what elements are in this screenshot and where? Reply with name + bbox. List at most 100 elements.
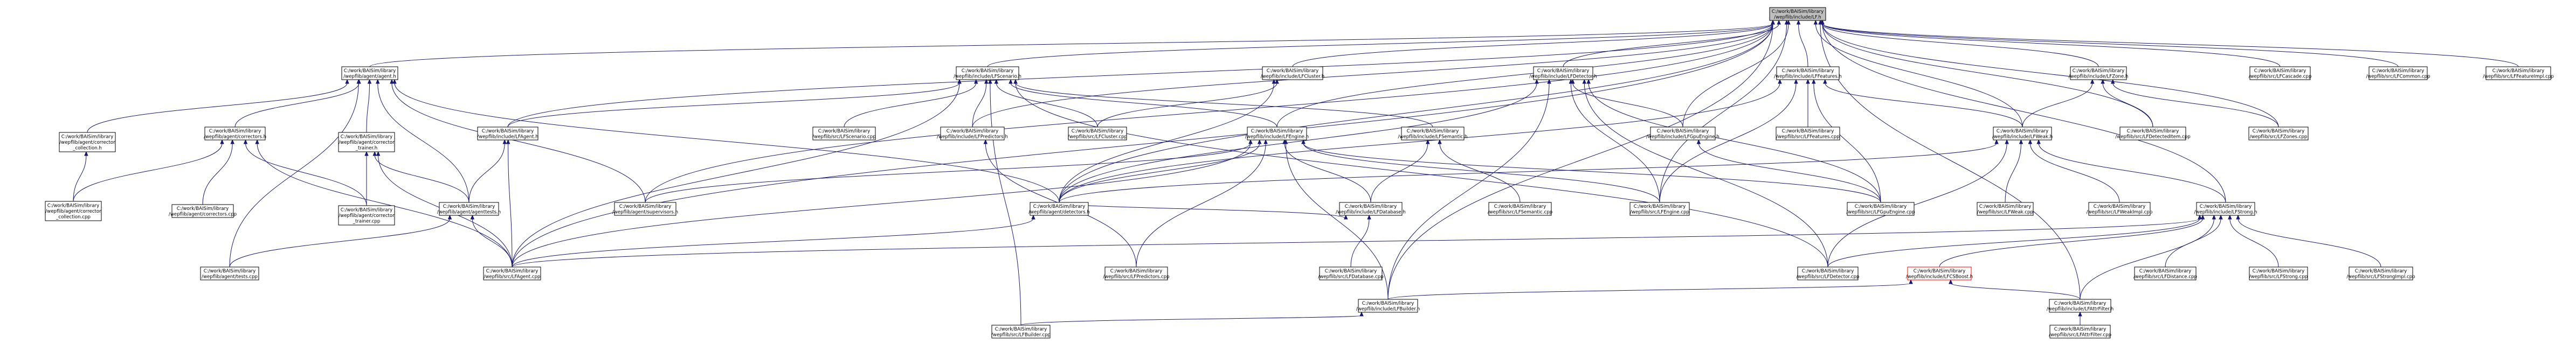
file-node-features-cpp[interactable]: C:/work/BAISim/library/wepflib/src/LFFea… bbox=[1776, 127, 1840, 141]
file-node-label-line: C:/work/BAISim/library bbox=[1362, 301, 1414, 306]
file-node-label-line: /wepflib/include/LFPredictors.h bbox=[937, 134, 1008, 139]
dependency-edge-common_cpp-to-root bbox=[1820, 19, 2399, 67]
file-node-cluster-cpp[interactable]: C:/work/BAISim/library/wepflib/src/LFClu… bbox=[1068, 127, 1127, 141]
file-node-gpuengine-h[interactable]: C:/work/BAISim/library/wepflib/include/L… bbox=[1646, 127, 1719, 141]
file-node-cluster-h[interactable]: C:/work/BAISim/library/wepflib/include/L… bbox=[1261, 66, 1324, 80]
file-node-features-h[interactable]: C:/work/BAISim/library/wepflib/include/L… bbox=[1774, 66, 1842, 80]
dependency-edge-engine_cpp-to-detector_h bbox=[1569, 79, 1660, 203]
file-node-label-line: /wepflib/agent/corrector bbox=[339, 140, 395, 145]
file-node-agenttests-cpp[interactable]: C:/work/BAISim/library/wepflib/agent/tes… bbox=[200, 266, 259, 280]
file-node-correctors-cpp[interactable]: C:/work/BAISim/library/wepflib/agent/cor… bbox=[169, 204, 237, 218]
dependency-edge-detector_h-to-root bbox=[1563, 19, 1781, 67]
file-node-attrfilter-cpp[interactable]: C:/work/BAISim/library/wepflib/src/LFAtt… bbox=[2049, 325, 2111, 339]
file-node-detector-h[interactable]: C:/work/BAISim/library/wepflib/include/L… bbox=[1529, 66, 1597, 80]
file-node-strongimpl-cpp[interactable]: C:/work/BAISim/library/wepflib/src/LFStr… bbox=[2346, 266, 2415, 280]
file-node-strong-h[interactable]: C:/work/BAISim/library/wepflib/include/L… bbox=[2194, 202, 2257, 216]
dependency-edge-agent_h-to-root bbox=[369, 19, 1775, 67]
file-node-label-line: /wepflib/include/LFAttrFilter.h bbox=[2047, 306, 2114, 312]
file-node-label-line: /wepflib/src/LFStrong.cpp bbox=[2249, 274, 2308, 279]
file-node-label-line: /wepflib/include/LFEngine.h bbox=[1245, 134, 1309, 139]
file-node-agent-lf-h[interactable]: C:/work/BAISim/library/wepflib/include/L… bbox=[477, 127, 538, 141]
file-node-label-line: /wepflib/include/LFGpuEngine.h bbox=[1646, 134, 1719, 139]
file-node-supervisors-h[interactable]: C:/work/BAISim/library/wepflib/agent/sup… bbox=[612, 202, 678, 216]
file-node-correctors-h[interactable]: C:/work/BAISim/library/wepflib/agent/cor… bbox=[204, 127, 266, 141]
file-node-common-cpp[interactable]: C:/work/BAISim/library/wepflib/src/LFCom… bbox=[2366, 66, 2430, 80]
file-node-semantic-cpp[interactable]: C:/work/BAISim/library/wepflib/src/LFSem… bbox=[1488, 202, 1553, 216]
file-node-predictors-cpp[interactable]: C:/work/BAISim/library/wepflib/src/LFPre… bbox=[1103, 266, 1170, 280]
file-node-detector-cpp[interactable]: C:/work/BAISim/library/wepflib/src/LFDet… bbox=[1796, 266, 1860, 280]
file-node-scenario-cpp[interactable]: C:/work/BAISim/library/wepflib/src/LFSce… bbox=[812, 127, 876, 141]
file-node-builder-cpp[interactable]: C:/work/BAISim/library/wepflib/src/LFBui… bbox=[991, 325, 1051, 339]
dependency-edge-agenttests_cpp-to-agent_h bbox=[229, 79, 361, 268]
file-node-detectors-h[interactable]: C:/work/BAISim/library/wepflib/agent/det… bbox=[1028, 202, 1090, 216]
file-node-distance-cpp[interactable]: C:/work/BAISim/library/wepflib/src/LFDis… bbox=[2133, 266, 2197, 280]
dependency-edge-database_h-to-semantic_h bbox=[1370, 139, 1430, 203]
dependency-edge-agent_cpp-to-agent_lf_h bbox=[506, 139, 513, 268]
dependency-edge-predictors_cpp-to-engine_h bbox=[1136, 139, 1268, 268]
file-node-corrector-trainer-h[interactable]: C:/work/BAISim/library/wepflib/agent/cor… bbox=[338, 132, 395, 152]
dependency-edge-agent_cpp-to-engine_h bbox=[512, 139, 1253, 268]
file-node-zone-h[interactable]: C:/work/BAISim/library/wepflib/include/L… bbox=[2069, 66, 2129, 80]
file-node-label-line: C:/work/BAISim/library bbox=[2355, 269, 2407, 274]
file-node-zones-cpp[interactable]: C:/work/BAISim/library/wepflib/src/LFZon… bbox=[2248, 127, 2309, 141]
file-node-label-line: C:/work/BAISim/library bbox=[1033, 204, 1086, 209]
file-node-detecteditem-cpp[interactable]: C:/work/BAISim/library/wepflib/src/LFDet… bbox=[2115, 127, 2191, 141]
file-node-label-line: C:/work/BAISim/library bbox=[344, 68, 396, 74]
file-node-label-line: C:/work/BAISim/library bbox=[1537, 68, 1590, 74]
file-node-weak-h[interactable]: C:/work/BAISim/library/wepflib/include/L… bbox=[1992, 127, 2053, 141]
file-node-agent-h[interactable]: C:/work/BAISim/library/wepflib/agent/age… bbox=[341, 66, 398, 80]
file-node-corrector-trainer-cpp[interactable]: C:/work/BAISim/library/wepflib/agent/cor… bbox=[338, 205, 395, 226]
file-node-engine-h[interactable]: C:/work/BAISim/library/wepflib/include/L… bbox=[1245, 127, 1309, 141]
dependency-edge-builder_cpp-to-scenario_h bbox=[988, 79, 1021, 326]
dependency-edge-cluster_h-to-root bbox=[1292, 19, 1775, 67]
file-node-label-line: /wepflib/src/LFSemantic.cpp bbox=[1488, 209, 1553, 215]
file-node-strong-cpp[interactable]: C:/work/BAISim/library/wepflib/src/LFStr… bbox=[2249, 266, 2308, 280]
file-node-builder-h[interactable]: C:/work/BAISim/library/wepflib/include/L… bbox=[1356, 299, 1420, 313]
file-node-label-line: C:/work/BAISim/library bbox=[47, 203, 100, 209]
dependency-edge-detectors_h-to-agent_h bbox=[392, 79, 1060, 203]
dependency-edge-semantic_cpp-to-semantic_h bbox=[1438, 139, 1521, 203]
file-node-csboost-h[interactable]: C:/work/BAISim/library/wepflib/include/L… bbox=[1906, 266, 1973, 280]
file-node-database-h[interactable]: C:/work/BAISim/library/wepflib/include/L… bbox=[1336, 202, 1406, 216]
file-node-attrfilter-h[interactable]: C:/work/BAISim/library/wepflib/include/L… bbox=[2047, 299, 2114, 313]
dependency-edge-detector_cpp-to-weak_h bbox=[1827, 139, 2009, 268]
dependency-edge-agenttests_h-to-agent_h bbox=[375, 79, 469, 203]
file-node-agenttests-h[interactable]: C:/work/BAISim/library/wepflib/agent/age… bbox=[437, 202, 501, 216]
dependency-edge-correctors_cpp-to-correctors_h bbox=[202, 139, 234, 205]
file-node-predictors-h[interactable]: C:/work/BAISim/library/wepflib/include/L… bbox=[937, 127, 1008, 141]
file-node-label-line: C:/work/BAISim/library bbox=[2492, 68, 2545, 74]
file-node-weakimpl-cpp[interactable]: C:/work/BAISim/library/wepflib/src/LFWea… bbox=[2087, 202, 2153, 216]
file-node-label-line: /wepflib/agent/detectors.h bbox=[1028, 209, 1089, 215]
dependency-edge-gpuengine_h-to-detector_h bbox=[1571, 79, 1683, 128]
file-node-label-line: /wepflib/src/LFDetectedItem.cpp bbox=[2115, 134, 2190, 139]
file-node-weak-cpp[interactable]: C:/work/BAISim/library/wepflib/src/LFWea… bbox=[1977, 202, 2034, 216]
dependency-edge-weakimpl_cpp-to-weak_h bbox=[2028, 139, 2120, 203]
file-node-label-line: C:/work/BAISim/library bbox=[818, 129, 871, 134]
dependency-edge-agent_cpp-to-agenttests_h bbox=[470, 214, 513, 268]
file-node-gpuengine-cpp[interactable]: C:/work/BAISim/library/wepflib/src/LFGpu… bbox=[1846, 202, 1915, 216]
file-node-corrector-collection-cpp[interactable]: C:/work/BAISim/library/wepflib/agent/cor… bbox=[45, 201, 102, 221]
file-node-label-line: /wepflib/include/LFStrong.h bbox=[2194, 209, 2257, 215]
file-node-database-cpp[interactable]: C:/work/BAISim/library/wepflib/src/LFDat… bbox=[1318, 266, 1384, 280]
file-node-agent-cpp[interactable]: C:/work/BAISim/library/wepflib/src/LFAge… bbox=[483, 266, 541, 280]
file-node-label-line: C:/work/BAISim/library bbox=[61, 135, 114, 140]
dependency-edge-features_h-to-root bbox=[1796, 19, 1808, 67]
dependency-edge-detectors_h-to-detector_h bbox=[1059, 79, 1539, 203]
file-node-label-line: /wepflib/src/LFFeatureImpl.cpp bbox=[2483, 74, 2554, 79]
file-node-label-line: /wepflib/include/LFWeak.h bbox=[1992, 134, 2053, 139]
dependency-edge-cascade_cpp-to-root bbox=[1820, 19, 2281, 67]
file-node-root[interactable]: C:/work/BAISim/library/wepflib/include/L… bbox=[1769, 7, 1826, 21]
file-node-scenario-h[interactable]: C:/work/BAISim/library/wepflib/include/L… bbox=[954, 66, 1021, 80]
file-node-label-line: /wepflib/src/LFZones.cpp bbox=[2250, 134, 2308, 139]
file-node-label-line: C:/work/BAISim/library bbox=[2127, 129, 2179, 134]
file-node-corrector-collection-h[interactable]: C:/work/BAISim/library/wepflib/agent/cor… bbox=[59, 132, 116, 152]
file-node-semantic-h[interactable]: C:/work/BAISim/library/wepflib/include/L… bbox=[1398, 127, 1468, 141]
file-node-label-line: /wepflib/src/LFPredictors.cpp bbox=[1103, 274, 1169, 279]
file-node-cascade-cpp[interactable]: C:/work/BAISim/library/wepflib/src/LFCas… bbox=[2249, 66, 2312, 80]
file-node-label-line: C:/work/BAISim/library bbox=[619, 204, 672, 209]
file-node-engine-cpp[interactable]: C:/work/BAISim/library/wepflib/src/LFEng… bbox=[1629, 202, 1690, 216]
file-node-label-line: /wepflib/src/LFDistance.cpp bbox=[2133, 274, 2197, 279]
file-node-featureimpl-cpp[interactable]: C:/work/BAISim/library/wepflib/src/LFFea… bbox=[2483, 66, 2554, 80]
file-node-label-line: C:/work/BAISim/library bbox=[1979, 204, 2032, 209]
